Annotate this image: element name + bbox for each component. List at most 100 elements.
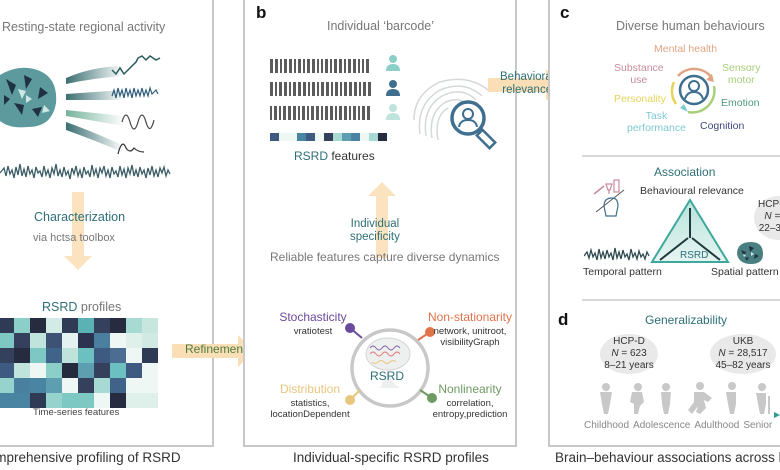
heatmap-cell <box>78 318 94 333</box>
refinement-label: Refinement <box>185 342 247 356</box>
barcode-bar <box>330 59 332 73</box>
ukb-name: UKB <box>732 336 754 347</box>
generalizability-title: Generalizability <box>645 313 728 327</box>
barcode-bar <box>363 82 366 96</box>
hcp-ya-age: 22–37 y <box>758 223 780 234</box>
specificity-line-1: Individual <box>350 218 400 230</box>
barcode-bar <box>298 59 301 73</box>
heatmap-cell <box>46 318 62 333</box>
rsrd-center-label: RSRD <box>370 369 405 383</box>
heatmap-cell <box>62 348 78 363</box>
barcode-bar <box>367 106 370 120</box>
barcode-bar <box>353 59 356 73</box>
heatmap-cell <box>142 318 158 333</box>
fingerprint-search-icon <box>413 78 497 150</box>
panel-c-divider-2 <box>582 299 780 301</box>
ukb-n-symbol: N <box>718 348 726 359</box>
ukb-info: UKB N = 28,517 45–82 years <box>708 336 778 372</box>
rsrd-highlight: RSRD <box>294 149 329 163</box>
feature-cell <box>342 133 351 141</box>
hcp-d-n-symbol: N <box>611 348 619 359</box>
heatmap-cell <box>46 348 62 363</box>
distribution-label: Distribution <box>279 382 341 396</box>
heatmap-cell <box>14 318 30 333</box>
nonlinearity-group: Nonlinearity correlation, entropy,predic… <box>420 382 520 421</box>
heatmap-cell <box>142 348 158 363</box>
barcode-bar <box>321 82 324 96</box>
assoc-rsrd-label: RSRD <box>680 250 709 261</box>
person-icon-3 <box>386 104 400 120</box>
heatmap-cell <box>94 378 110 393</box>
hcp-d-name: HCP-D <box>613 336 645 347</box>
barcode-bar <box>270 106 272 120</box>
barcode-bar <box>298 106 300 120</box>
barcode-bar <box>344 59 346 73</box>
behaviour-cognition: Cognition <box>700 120 745 132</box>
person-icon-2 <box>386 80 400 96</box>
heatmap-cell <box>142 378 158 393</box>
characterization-label: Characterization <box>34 210 126 224</box>
heatmap-cell <box>110 363 126 378</box>
barcode-bar <box>366 59 369 73</box>
panel-c-divider-1 <box>582 155 780 157</box>
barcode-bar <box>303 82 306 96</box>
barcode-bar <box>362 106 365 120</box>
behaviour-task-performance: Task performance <box>627 110 686 135</box>
heatmap-cell <box>94 363 110 378</box>
dynamics-title: Reliable features capture diverse dynami… <box>270 250 500 264</box>
feature-cell <box>297 133 306 141</box>
ukb-n-value: = 28,517 <box>725 348 768 359</box>
heatmap-cell <box>78 333 94 348</box>
hcp-d-n-value: = 623 <box>618 348 647 359</box>
barcode-bar <box>354 82 357 96</box>
heatmap-cell <box>126 333 142 348</box>
barcode-bar <box>284 82 287 96</box>
features-text: features <box>328 149 375 163</box>
hcp-d-badge <box>600 334 658 374</box>
heatmap-cell <box>110 348 126 363</box>
behaviour-emotion: Emotion <box>721 97 760 109</box>
heatmap-cell <box>94 333 110 348</box>
feature-cell <box>333 133 342 141</box>
profiles-text: profiles <box>77 300 122 314</box>
heatmap-cell <box>0 363 14 378</box>
barcode-row-2 <box>270 82 371 96</box>
barcode-bar <box>325 59 328 73</box>
barcode-bar <box>311 106 314 120</box>
heatmap-cell <box>78 393 94 408</box>
rsrd-features-label: RSRD features <box>294 149 375 164</box>
stage-adulthood: Adulthood <box>694 420 740 431</box>
panel-b-caption: Individual-specific RSRD profiles <box>293 450 489 465</box>
life-stage-labels: Childhood Adolescence Adulthood Senior <box>584 420 772 432</box>
feature-cell <box>360 133 369 141</box>
stage-senior: Senior <box>743 420 773 431</box>
stochasticity-group: Stochasticity vratiotest <box>268 310 358 338</box>
heatmap-cell <box>62 333 78 348</box>
panel-c-letter: c <box>560 3 570 22</box>
heatmap-cell <box>0 378 14 393</box>
nonlinearity-detail: correlation, entropy,prediction <box>432 397 508 420</box>
nonstationarity-group: Non-stationarity network, unitroot, visi… <box>422 310 518 349</box>
heatmap-cell <box>110 393 126 408</box>
barcode-bar <box>302 106 305 120</box>
heatmap-cell <box>142 363 158 378</box>
heatmap-cell <box>0 333 14 348</box>
rsrd-feature-strip <box>270 133 387 141</box>
panel-b-letter: b <box>256 3 267 22</box>
stage-adolescence: Adolescence <box>633 420 691 431</box>
heatmap-cell <box>126 378 142 393</box>
heatmap-cell <box>142 393 158 408</box>
barcode-bar <box>330 106 333 120</box>
feature-cell <box>351 133 360 141</box>
barcode-bar <box>312 59 315 73</box>
heatmap-cell <box>30 378 46 393</box>
assoc-behavioural-relevance: Behavioural relevance <box>640 185 744 197</box>
barcode-bar <box>289 59 292 73</box>
brain-surface-illustration <box>0 67 57 128</box>
barcode-bar <box>289 82 291 96</box>
heatmap-cell <box>62 378 78 393</box>
hcp-ya-info: HCP-YA N = 7 22–37 y <box>758 199 780 235</box>
feature-cell <box>315 133 324 141</box>
heatmap-cell <box>62 363 78 378</box>
barcode-bar <box>326 82 329 96</box>
